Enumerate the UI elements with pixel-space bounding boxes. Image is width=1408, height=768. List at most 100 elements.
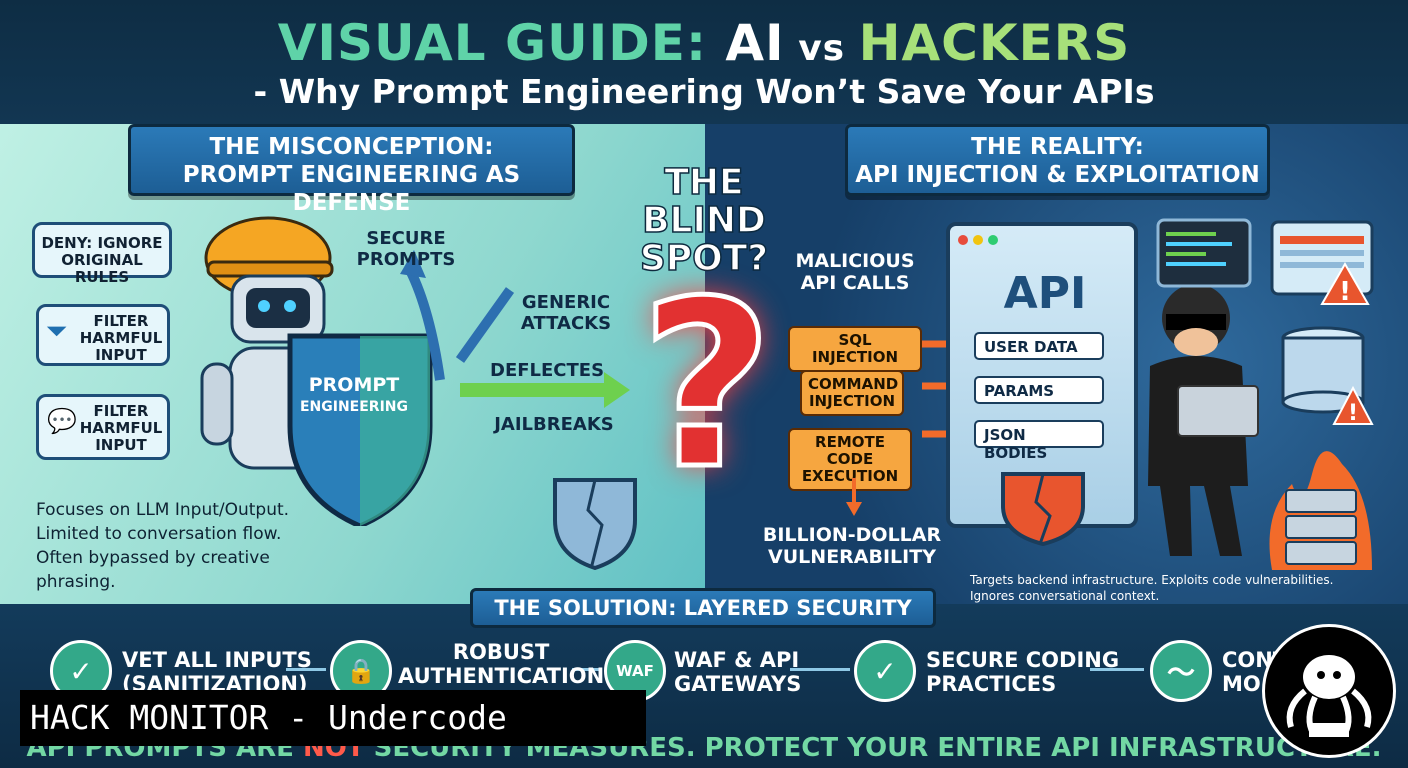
bubble-line: DENY: IGNORE — [41, 234, 163, 252]
filter-icon: ⏷ — [47, 317, 67, 345]
speech-bubble-filter-2: 💬 FILTER HARMFUL INPUT — [36, 394, 170, 460]
billion-dollar-line1: BILLION-DOLLAR — [762, 524, 942, 546]
reality-banner-line2: API INJECTION & EXPLOITATION — [855, 162, 1260, 188]
tag-line: INJECTION — [808, 392, 896, 410]
shield-label: PROMPT ENGINEERING — [296, 374, 412, 418]
warning-icon: ! — [1320, 262, 1370, 306]
bubble-line: HARMFUL — [79, 329, 163, 347]
api-title: API — [1003, 268, 1087, 319]
bubble-line: FILTER — [93, 402, 149, 420]
field-json-bodies: JSON BODIES — [974, 420, 1104, 462]
desc-line: Limited to conversation flow. — [36, 524, 282, 544]
broken-shield-icon — [553, 478, 637, 570]
hacker-illustration — [1148, 284, 1259, 556]
shield-label-line1: PROMPT — [308, 374, 400, 396]
solution-waf: WAF & API GATEWAYS — [674, 648, 801, 696]
reality-banner-line1: THE REALITY: — [971, 134, 1144, 160]
tag-command-injection: COMMAND INJECTION — [800, 370, 904, 416]
reality-banner: THE REALITY: API INJECTION & EXPLOITATIO… — [845, 124, 1270, 196]
reality-description: Targets backend infrastructure. Exploits… — [970, 572, 1350, 604]
title-part-hackers: HACKERS — [858, 14, 1131, 72]
shield-check-icon: ✓ — [854, 640, 916, 702]
blind-spot-label: THE BLIND SPOT? — [634, 162, 774, 279]
solution-line: GATEWAYS — [674, 672, 802, 696]
solution-line: PRACTICES — [926, 672, 1057, 696]
connector — [1090, 668, 1144, 671]
deflected-label: DEFLECTES — [490, 360, 605, 381]
svg-text:!: ! — [1348, 401, 1358, 426]
bubble-line: INPUT — [95, 346, 147, 364]
window-controls — [958, 230, 999, 249]
broken-heart-shield-icon — [1001, 472, 1085, 546]
billion-dollar-label: BILLION-DOLLAR VULNERABILITY — [752, 524, 952, 568]
arrow-down-icon — [846, 478, 862, 516]
solution-line: VET ALL INPUTS — [122, 648, 312, 672]
malicious-calls-label: MALICIOUS API CALLS — [790, 250, 920, 294]
desc-line: Focuses on LLM Input/Output. — [36, 500, 290, 520]
solution-vet-inputs: VET ALL INPUTS (SANITIZATION) — [122, 648, 312, 696]
field-user-data: USER DATA — [974, 332, 1104, 360]
arrow-up-icon — [405, 267, 445, 381]
warning-icon-2: ! — [1332, 386, 1374, 426]
shield-icon — [287, 333, 433, 526]
blind-spot-line2: BLIND — [641, 200, 766, 241]
jailbreaks-label: JAILBREAKS — [494, 414, 614, 435]
chat-icon: 💬 — [47, 407, 77, 435]
solution-authentication: ROBUST AUTHENTICATION — [398, 640, 604, 688]
header: VISUAL GUIDE: AI vs HACKERS - Why Prompt… — [0, 0, 1408, 124]
arrow-diag-icon — [455, 287, 515, 363]
generic-attacks-line2: ATTACKS — [520, 313, 612, 334]
misconception-banner-line2: PROMPT ENGINEERING AS DEFENSE — [182, 162, 521, 216]
tag-line: SQL INJECTION — [811, 331, 899, 366]
speech-bubble-deny: DENY: IGNORE ORIGINAL RULES — [32, 222, 172, 286]
reality-desc-line: Ignores conversational context. — [970, 589, 1160, 603]
solution-secure-coding: SECURE CODING PRACTICES — [926, 648, 1119, 696]
page-title: VISUAL GUIDE: AI vs HACKERS — [0, 14, 1408, 72]
field-params: PARAMS — [974, 376, 1104, 404]
connector — [286, 668, 326, 671]
secure-prompts-line2: PROMPTS — [356, 249, 456, 270]
octopus-logo — [1262, 624, 1396, 758]
secure-prompts-line1: SECURE — [366, 228, 446, 249]
secure-prompts-label: SECURE PROMPTS — [356, 228, 456, 270]
tag-sql-injection: SQL INJECTION — [788, 326, 922, 372]
solution-line: AUTHENTICATION — [398, 664, 605, 688]
bubble-line: HARMFUL — [79, 419, 163, 437]
title-part-vs: vs — [784, 28, 859, 69]
api-window — [946, 222, 1138, 528]
solution-banner: THE SOLUTION: LAYERED SECURITY — [470, 588, 936, 628]
misconception-banner: THE MISCONCEPTION: PROMPT ENGINEERING AS… — [128, 124, 575, 216]
solution-line: SECURE CODING — [926, 648, 1120, 672]
desc-line: Often bypassed by creative — [36, 548, 270, 568]
burning-server-icon — [1269, 451, 1372, 570]
generic-attacks-line1: GENERIC — [521, 292, 611, 313]
speech-bubble-filter-1: ⏷ FILTER HARMFUL INPUT — [36, 304, 170, 366]
bubble-line: INPUT — [95, 436, 147, 454]
shield-label-line2: ENGINEERING — [299, 399, 409, 415]
generic-attacks-label: GENERIC ATTACKS — [516, 292, 616, 334]
watermark-banner: HACK MONITOR - Undercode — [20, 690, 646, 746]
page-subtitle: - Why Prompt Engineering Won’t Save Your… — [253, 72, 1155, 111]
tag-line: REMOTE CODE — [815, 433, 885, 468]
solution-line: WAF & API — [674, 648, 800, 672]
tag-remote-code-execution: REMOTE CODE EXECUTION — [788, 428, 912, 491]
tag-line: COMMAND — [808, 375, 899, 393]
solution-line: MO — [1222, 672, 1261, 696]
bubble-line: ORIGINAL RULES — [61, 251, 143, 286]
billion-dollar-line2: VULNERABILITY — [768, 546, 936, 568]
reality-desc-line: Targets backend infrastructure. Exploits… — [970, 573, 1334, 587]
blind-spot-line3: SPOT? — [639, 238, 769, 279]
misconception-banner-line1: THE MISCONCEPTION: — [209, 134, 494, 160]
robot-illustration — [200, 216, 433, 526]
svg-text:!: ! — [1339, 277, 1351, 306]
octopus-icon — [1286, 655, 1372, 737]
misconception-description: Focuses on LLM Input/Output. Limited to … — [36, 498, 346, 594]
deflection-arrows — [400, 250, 630, 408]
connector — [790, 668, 850, 671]
bubble-line: FILTER — [93, 312, 149, 330]
solution-line: ROBUST — [452, 640, 550, 664]
question-mark-icon: ? — [638, 253, 776, 520]
code-window-icon — [1156, 218, 1252, 288]
blind-spot-line1: THE — [664, 162, 745, 203]
malicious-calls-line2: API CALLS — [800, 272, 910, 294]
